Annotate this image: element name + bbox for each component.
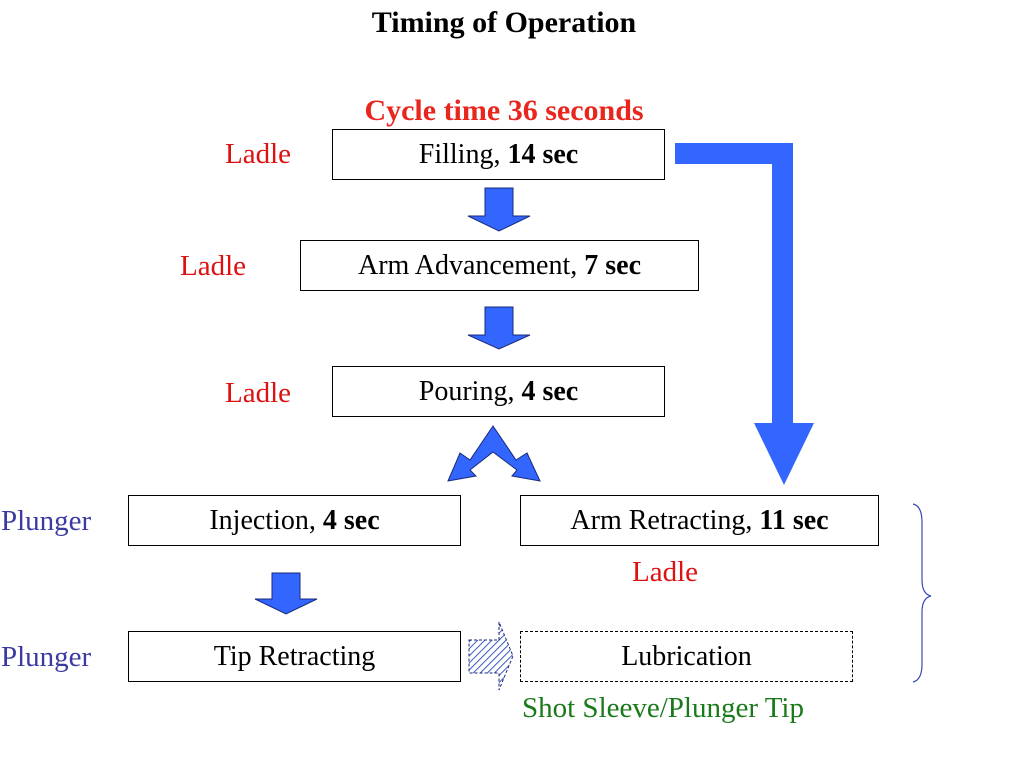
ladle-label-pouring: Ladle	[225, 377, 292, 409]
step-arm-advancement-time: 7 sec	[584, 249, 642, 281]
plunger-label-injection: Plunger	[1, 505, 92, 537]
step-filling-time: 14 sec	[507, 138, 579, 170]
step-arm-retracting-time: 11 sec	[759, 504, 829, 536]
step-arm-retracting-name: Arm Retracting,	[570, 504, 753, 536]
down-arrow-arm-to-pouring	[467, 306, 531, 350]
right-brace	[912, 503, 932, 683]
step-arm-retracting: Arm Retracting,11 sec	[520, 495, 879, 546]
step-pouring: Pouring,4 sec	[332, 366, 665, 417]
diagram-title: Timing of Operation	[371, 6, 637, 39]
shot-sleeve-label: Shot Sleeve/Plunger Tip	[522, 692, 804, 724]
ladle-label-arm-retracting: Ladle	[632, 556, 699, 588]
step-lubrication: Lubrication	[520, 631, 853, 682]
step-tip-retracting: Tip Retracting	[128, 631, 461, 682]
step-pouring-time: 4 sec	[521, 375, 579, 407]
step-injection: Injection,4 sec	[128, 495, 461, 546]
step-lubrication-name: Lubrication	[621, 640, 752, 672]
step-pouring-name: Pouring,	[418, 375, 515, 407]
step-filling-name: Filling,	[418, 138, 501, 170]
step-arm-advancement: Arm Advancement,7 sec	[300, 240, 699, 291]
step-injection-name: Injection,	[209, 504, 316, 536]
hatched-arrow-tip-to-lubrication	[468, 621, 514, 691]
step-arm-advancement-name: Arm Advancement,	[357, 249, 578, 281]
plunger-label-tip-retracting: Plunger	[1, 641, 92, 673]
cycle-time-label: Cycle time 36 seconds	[364, 94, 644, 127]
step-injection-time: 4 sec	[322, 504, 380, 536]
ladle-label-arm-advancement: Ladle	[180, 250, 247, 282]
split-arrow-pouring	[447, 425, 541, 482]
down-arrow-injection-to-tip	[254, 572, 318, 615]
step-tip-retracting-name: Tip Retracting	[213, 640, 376, 672]
down-arrow-filling-to-arm	[467, 187, 531, 232]
bent-arrow-filling-to-retract	[675, 143, 814, 485]
ladle-label-filling: Ladle	[225, 138, 292, 170]
step-filling: Filling,14 sec	[332, 129, 665, 180]
